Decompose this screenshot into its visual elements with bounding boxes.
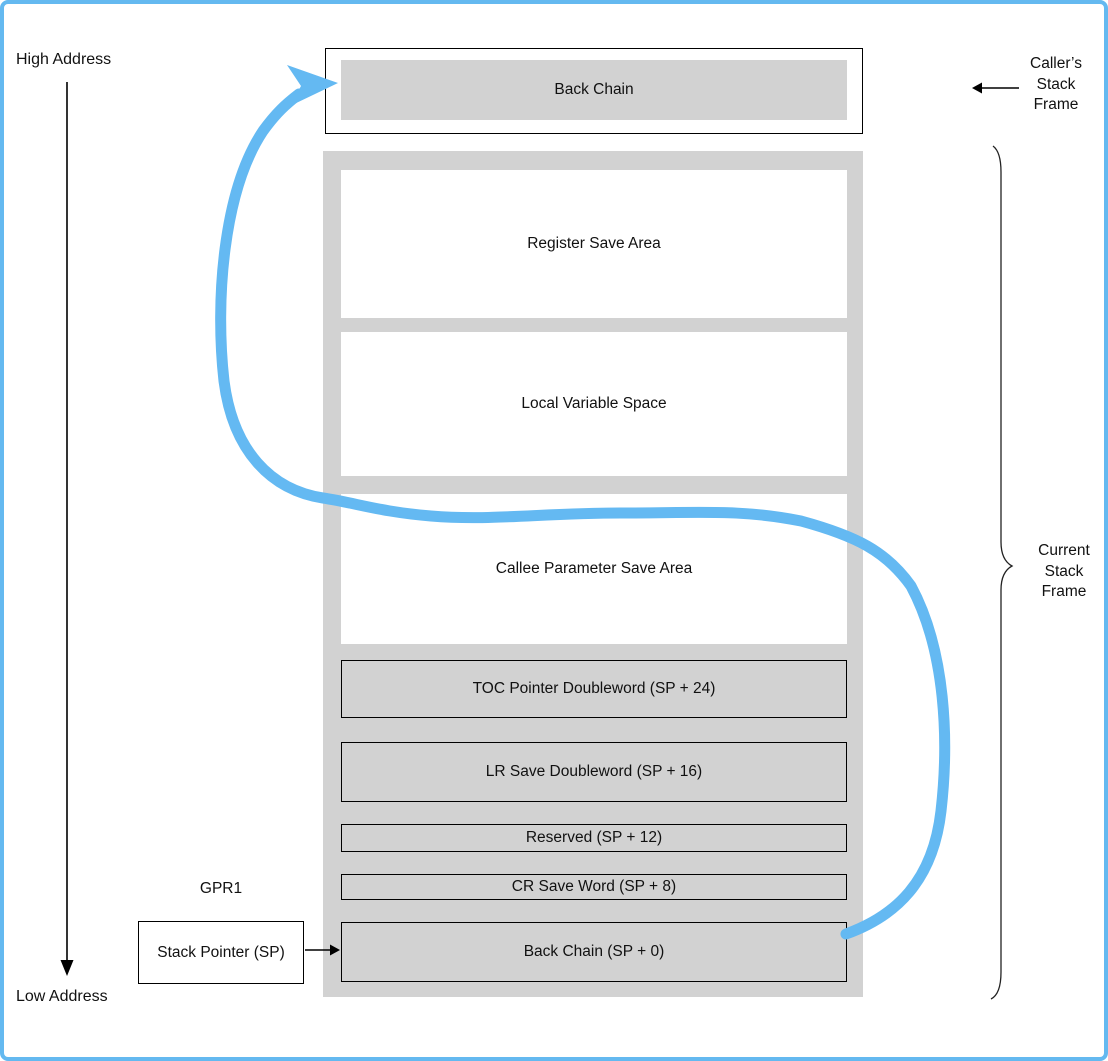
back-chain-sp0-cell: Back Chain (SP + 0): [341, 922, 847, 982]
current-frame-line3: Frame: [1041, 583, 1087, 600]
callers-stack-frame-label: Caller’s Stack Frame: [1004, 54, 1104, 116]
stack-pointer-box: Stack Pointer (SP): [138, 921, 304, 984]
current-frame-line1: Current: [1038, 542, 1090, 559]
address-direction-arrow: [60, 82, 74, 976]
gpr1-label: GPR1: [199, 880, 243, 897]
curly-brace: [990, 145, 1014, 1000]
low-address-label: Low Address: [16, 988, 108, 1005]
lr-save-cell: LR Save Doubleword (SP + 16): [341, 742, 847, 802]
local-variable-space-cell: Local Variable Space: [341, 332, 847, 476]
high-address-label: High Address: [16, 51, 112, 68]
toc-pointer-cell: TOC Pointer Doubleword (SP + 24): [341, 660, 847, 718]
current-stack-frame-label: Current Stack Frame: [1012, 541, 1104, 603]
callers-frame-line1: Caller’s: [1030, 55, 1082, 72]
reserved-cell: Reserved (SP + 12): [341, 824, 847, 852]
caller-back-chain-cell: Back Chain: [341, 60, 847, 120]
register-save-area-cell: Register Save Area: [341, 170, 847, 318]
current-frame-line2: Stack: [1044, 562, 1084, 580]
down-arrow-icon: [60, 960, 74, 976]
cr-save-word-cell: CR Save Word (SP + 8): [341, 874, 847, 900]
left-arrow-icon: [972, 82, 982, 94]
callee-parameter-save-area-cell: Callee Parameter Save Area: [341, 494, 847, 644]
callers-frame-line2: Stack: [1036, 75, 1076, 93]
callers-frame-line3: Frame: [1033, 96, 1079, 113]
